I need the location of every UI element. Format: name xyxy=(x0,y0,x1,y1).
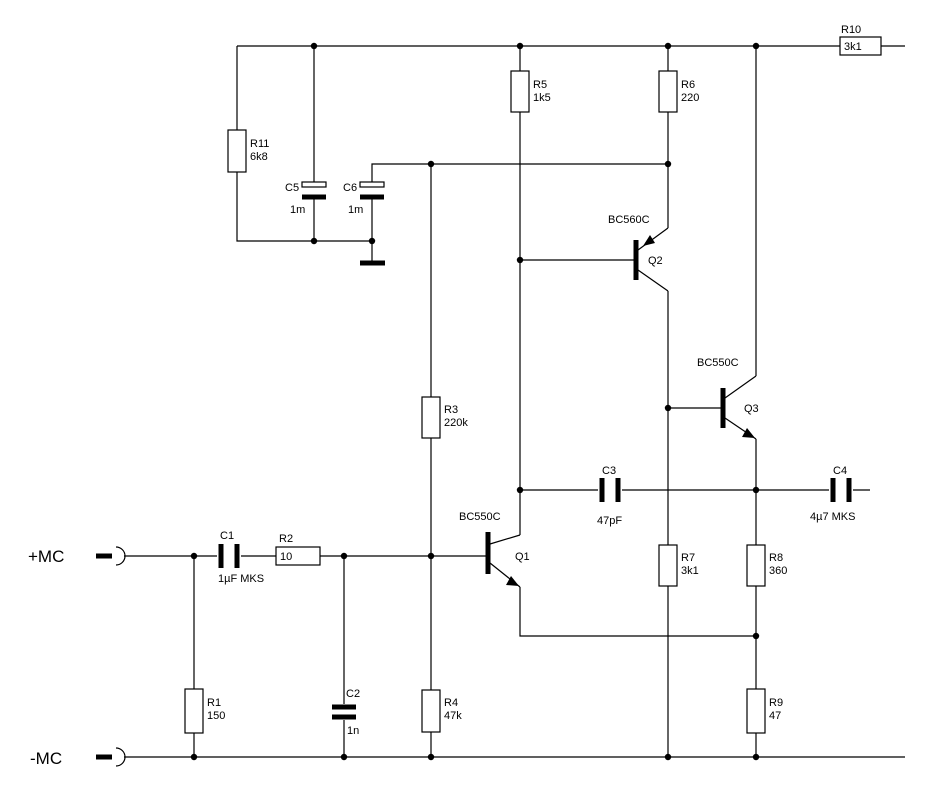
c2-ref: C2 xyxy=(346,688,360,700)
emitter-arrow-icon xyxy=(643,235,655,246)
resistor-r4 xyxy=(421,689,441,733)
resistor-r8 xyxy=(746,544,766,587)
c6-value: 1m xyxy=(348,204,363,216)
terminal-plus xyxy=(96,546,126,566)
capacitor-c4 xyxy=(830,478,852,502)
resistor-r2 xyxy=(275,546,321,566)
capacitor-c2 xyxy=(332,704,356,720)
r11-value: 6k8 xyxy=(250,151,268,163)
r6-value: 220 xyxy=(681,92,699,104)
terminal-minus xyxy=(96,747,126,767)
resistor-r3 xyxy=(421,396,441,439)
q2-part: BC560C xyxy=(608,214,650,226)
r5-value: 1k5 xyxy=(533,92,551,104)
c4-value: 4µ7 MKS xyxy=(810,511,855,523)
resistor-r6 xyxy=(658,70,678,113)
terminal-plus-label: +MC xyxy=(28,547,64,566)
q2-ref: Q2 xyxy=(648,255,663,267)
r4-ref: R4 xyxy=(444,697,458,709)
emitter-arrow-icon xyxy=(506,576,519,586)
c1-ref: C1 xyxy=(220,530,234,542)
c3-ref: C3 xyxy=(602,465,616,477)
r4-value: 47k xyxy=(444,710,462,722)
c3-value: 47pF xyxy=(597,515,622,527)
c1-value: 1µF MKS xyxy=(218,573,264,585)
capacitor-c1 xyxy=(218,544,240,568)
r8-value: 360 xyxy=(769,565,787,577)
c5-ref: C5 xyxy=(285,182,299,194)
r1-value: 150 xyxy=(207,710,225,722)
resistor-r11 xyxy=(227,129,247,173)
c5-value: 1m xyxy=(290,204,305,216)
resistor-r7 xyxy=(658,544,678,587)
r2-ref: R2 xyxy=(279,533,293,545)
r10-value: 3k1 xyxy=(844,41,862,53)
q3-ref: Q3 xyxy=(744,403,759,415)
r9-ref: R9 xyxy=(769,697,783,709)
r10-ref: R10 xyxy=(841,24,861,36)
component-labels: +MC -MC R1 150 R2 10 R3 220k R4 47k R5 1… xyxy=(28,24,862,768)
emitter-arrow-icon xyxy=(742,428,755,438)
capacitor-c5 xyxy=(301,181,327,200)
resistor-r1 xyxy=(184,688,204,734)
c6-ref: C6 xyxy=(343,182,357,194)
capacitor-c6 xyxy=(359,181,385,200)
r7-ref: R7 xyxy=(681,552,695,564)
q1-ref: Q1 xyxy=(515,551,530,563)
junction-dots xyxy=(190,42,760,761)
resistor-r9 xyxy=(746,688,766,734)
r6-ref: R6 xyxy=(681,79,695,91)
resistor-r10 xyxy=(839,36,882,56)
r8-ref: R8 xyxy=(769,552,783,564)
r3-ref: R3 xyxy=(444,404,458,416)
r1-ref: R1 xyxy=(207,697,221,709)
r11-ref: R11 xyxy=(250,138,269,150)
r7-value: 3k1 xyxy=(681,565,699,577)
q1-part: BC550C xyxy=(459,511,501,523)
r5-ref: R5 xyxy=(533,79,547,91)
capacitor-bodies xyxy=(218,181,852,720)
resistor-bodies xyxy=(184,36,882,734)
wires xyxy=(124,45,905,758)
r9-value: 47 xyxy=(769,710,781,722)
transistor-q1 xyxy=(485,532,521,588)
c2-value: 1n xyxy=(347,725,359,737)
resistor-r5 xyxy=(510,70,530,113)
r2-value: 10 xyxy=(280,551,292,563)
r3-value: 220k xyxy=(444,417,468,429)
transistor-q3 xyxy=(720,375,757,440)
terminal-minus-label: -MC xyxy=(30,749,62,768)
c4-ref: C4 xyxy=(833,465,847,477)
q3-part: BC550C xyxy=(697,357,739,369)
transistor-q2 xyxy=(633,227,669,292)
capacitor-c3 xyxy=(599,478,621,502)
